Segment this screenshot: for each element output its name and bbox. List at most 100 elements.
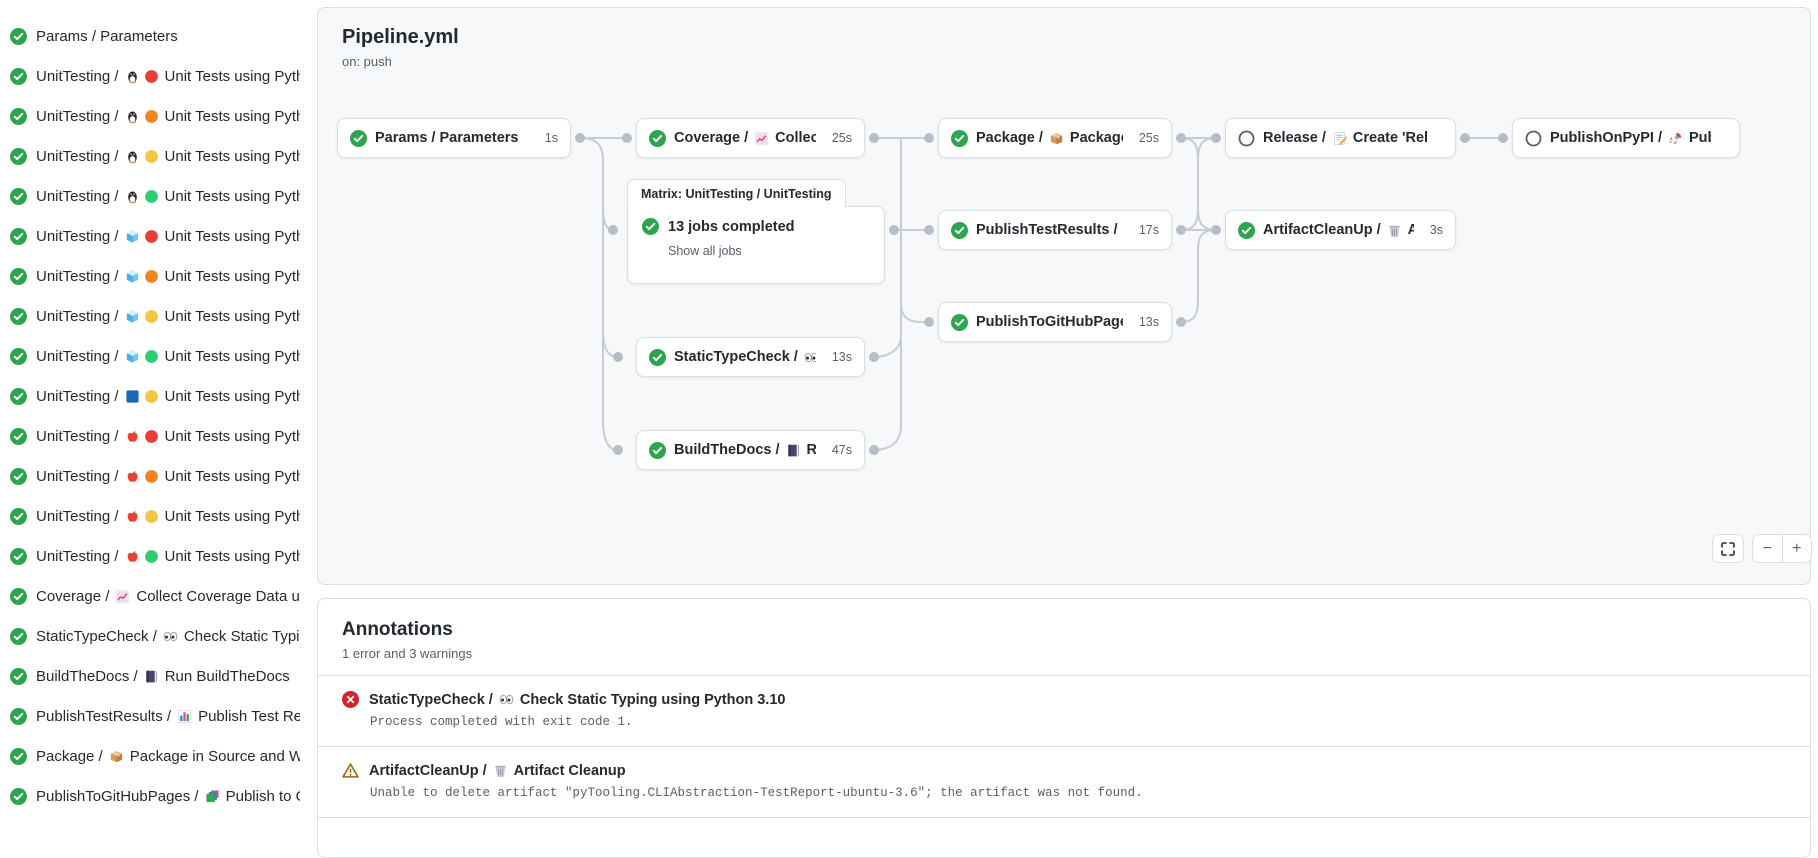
job-prefix: UnitTesting / [36, 428, 119, 445]
graph-job-node[interactable]: PublishOnPyPI / Publish to ... [1512, 118, 1740, 158]
node-label: Package in So... [1070, 130, 1123, 146]
sidebar-job-item[interactable]: Coverage / Collect Coverage Data usi... [0, 576, 306, 616]
job-label: Check Static Typing... [184, 628, 300, 645]
job-prefix: UnitTesting / [36, 308, 119, 325]
annotation-message: Unable to delete artifact "pyTooling.CLI… [370, 786, 1786, 800]
check-success-icon [10, 468, 27, 485]
check-success-icon [10, 308, 27, 325]
job-prefix: Coverage / [36, 588, 109, 605]
sidebar-job-item[interactable]: UnitTesting / Unit Tests using Pyth... [0, 336, 306, 376]
check-success-icon [10, 748, 27, 765]
graph-edges [318, 8, 1812, 586]
sidebar-job-item[interactable]: UnitTesting / Unit Tests using Pyth... [0, 456, 306, 496]
linux-icon [125, 189, 140, 204]
cube-icon [125, 269, 140, 284]
graph-job-node[interactable]: Release / Create 'Release P... [1225, 118, 1456, 158]
node-name: ArtifactCleanUp / [1263, 222, 1381, 238]
node-name: PublishTestResults / [976, 222, 1118, 238]
sidebar-job-item[interactable]: BuildTheDocs / Run BuildTheDocs [0, 656, 306, 696]
check-success-icon [10, 548, 27, 565]
job-label: Unit Tests using Pyth... [165, 268, 300, 285]
annotation-title-link[interactable]: StaticTypeCheck / Check Static Typing us… [342, 691, 1786, 708]
node-name: PublishToGitHubPages / [976, 314, 1123, 330]
graph-job-node[interactable]: Params / Parameters 1s [337, 118, 571, 158]
job-label: Unit Tests using Pyth... [165, 188, 300, 205]
apple-icon [125, 469, 140, 484]
sidebar-job-item[interactable]: UnitTesting / Unit Tests using Pyth... [0, 296, 306, 336]
annotation-step: Check Static Typing using Python 3.10 [520, 692, 786, 708]
circle-open-icon [1238, 130, 1255, 147]
apple-icon [125, 509, 140, 524]
sidebar-job-item[interactable]: UnitTesting / Unit Tests using Pyth... [0, 536, 306, 576]
cube-icon [125, 229, 140, 244]
fullscreen-button[interactable] [1712, 534, 1744, 563]
sidebar-job-item[interactable]: UnitTesting / Unit Tests using Pyth... [0, 56, 306, 96]
sidebar-job-item[interactable]: UnitTesting / Unit Tests using Pyth... [0, 136, 306, 176]
sidebar-job-item[interactable]: UnitTesting / Unit Tests using Pyth... [0, 496, 306, 536]
sidebar-job-item[interactable]: UnitTesting / Unit Tests using Pyth... [0, 216, 306, 256]
sidebar-job-item[interactable]: Package / Package in Source and Wh... [0, 736, 306, 776]
job-prefix: Package / [36, 748, 103, 765]
graph-job-node[interactable]: BuildTheDocs / Run Buil... 47s [636, 430, 865, 470]
show-all-jobs-link[interactable]: Show all jobs [668, 244, 742, 258]
sidebar-job-item[interactable]: UnitTesting / Unit Tests using Pyth... [0, 96, 306, 136]
job-label: Publish Test Resu... [198, 708, 300, 725]
rocket-icon [1668, 131, 1683, 146]
job-prefix: BuildTheDocs / [36, 668, 138, 685]
dot-green-icon [144, 349, 159, 364]
sidebar-job-item[interactable]: Params / Parameters [0, 16, 306, 56]
dot-green-icon [144, 189, 159, 204]
job-prefix: UnitTesting / [36, 388, 119, 405]
graph-job-node[interactable]: Coverage / Collect Cove... 25s [636, 118, 865, 158]
check-success-icon [649, 442, 666, 459]
annotation-title-link[interactable]: ArtifactCleanUp / Artifact Cleanup [342, 762, 1786, 779]
job-label: Unit Tests using Pyth... [165, 388, 300, 405]
node-duration: 47s [824, 443, 852, 457]
graph-job-node[interactable]: ArtifactCleanUp / Artifac... 3s [1225, 210, 1456, 250]
check-success-icon [10, 788, 27, 805]
graph-job-node[interactable]: StaticTypeCheck / Chec... 13s [636, 337, 865, 377]
check-success-icon [10, 188, 27, 205]
graph-job-node[interactable]: Package / Package in So... 25s [938, 118, 1172, 158]
sidebar-job-item[interactable]: StaticTypeCheck / Check Static Typing... [0, 616, 306, 656]
apple-icon [125, 429, 140, 444]
linux-icon [125, 149, 140, 164]
graph-job-node[interactable]: PublishToGitHubPages / ... 13s [938, 302, 1172, 342]
check-success-icon [350, 130, 367, 147]
node-duration: 13s [1131, 315, 1159, 329]
check-success-icon [10, 668, 27, 685]
node-duration: 25s [824, 131, 852, 145]
node-label: Collect Cove... [775, 130, 816, 146]
sidebar-job-item[interactable]: UnitTesting / Unit Tests using Pyth... [0, 376, 306, 416]
node-label: Create 'Release P... [1353, 130, 1427, 146]
check-success-icon [10, 268, 27, 285]
job-label: Package in Source and Wh... [130, 748, 300, 765]
job-prefix: Params / Parameters [36, 28, 178, 45]
job-prefix: UnitTesting / [36, 68, 119, 85]
sidebar-job-item[interactable]: PublishToGitHubPages / Publish to G... [0, 776, 306, 816]
graph-job-node[interactable]: PublishTestResults / Pu... 17s [938, 210, 1172, 250]
cube-icon [125, 349, 140, 364]
node-duration: 25s [1131, 131, 1159, 145]
node-label: Publish to ... [1689, 130, 1711, 146]
check-success-icon [10, 108, 27, 125]
sidebar-job-item[interactable]: UnitTesting / Unit Tests using Pyth... [0, 416, 306, 456]
sidebar-job-item[interactable]: UnitTesting / Unit Tests using Pyth... [0, 176, 306, 216]
node-name: BuildTheDocs / [674, 442, 780, 458]
sidebar-job-item[interactable]: UnitTesting / Unit Tests using Pyth... [0, 256, 306, 296]
matrix-group: 13 jobs completed Show all jobs [627, 206, 885, 284]
dot-orange-icon [144, 269, 159, 284]
job-label: Unit Tests using Pyth... [165, 548, 300, 565]
dot-orange-icon [144, 109, 159, 124]
matrix-jobs-node[interactable]: 13 jobs completed [642, 218, 870, 235]
workflow-trigger: on: push [342, 54, 392, 69]
zoom-in-button[interactable]: + [1783, 535, 1812, 562]
book-icon [144, 669, 159, 684]
node-name: Package / [976, 130, 1043, 146]
sidebar-job-item[interactable]: PublishTestResults / Publish Test Resu..… [0, 696, 306, 736]
zoom-stepper: − + [1752, 534, 1812, 563]
annotation-job: StaticTypeCheck / [369, 692, 493, 708]
package-icon [109, 749, 124, 764]
zoom-out-button[interactable]: − [1753, 535, 1783, 562]
check-success-icon [10, 388, 27, 405]
